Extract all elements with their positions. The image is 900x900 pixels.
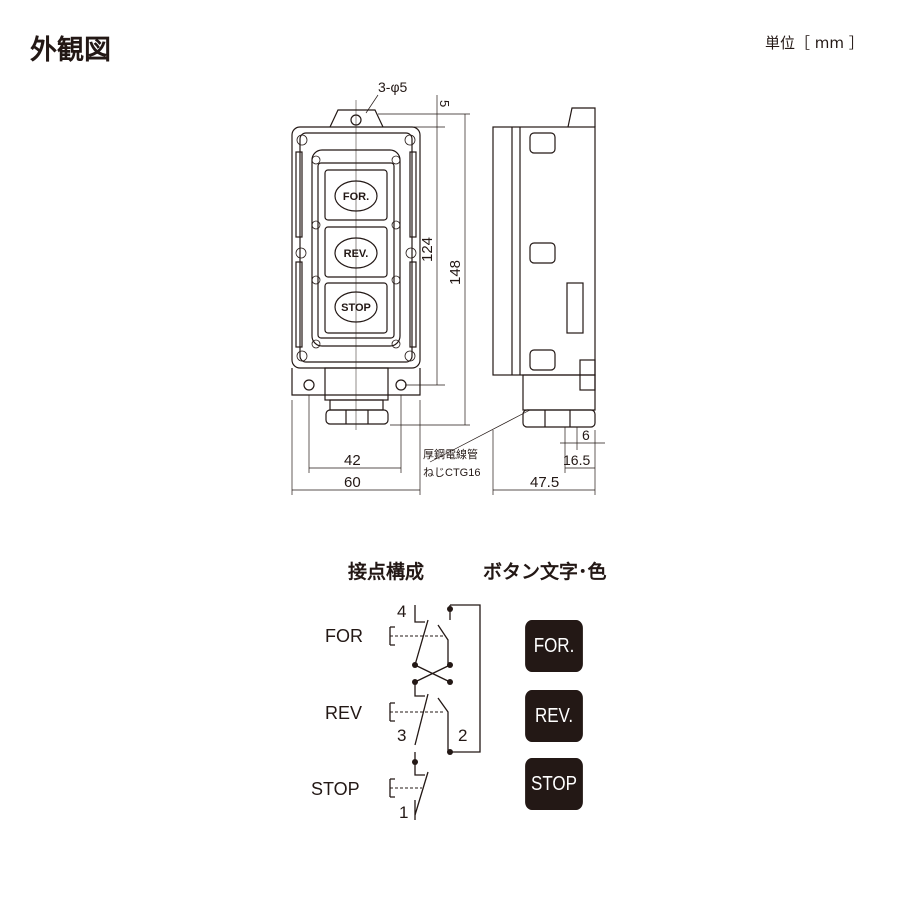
button-swatch-rev: REV.: [525, 690, 583, 742]
button-swatch-for: FOR.: [525, 620, 583, 672]
page-title: 外観図: [30, 35, 111, 66]
dim-42: 42: [344, 452, 361, 469]
contact-label-for: FOR: [325, 626, 363, 646]
button-face-rev: REV.: [344, 248, 369, 260]
dimension-lines: [291, 94, 605, 495]
buttons-heading: ボタン文字･色: [483, 561, 607, 583]
dim-60: 60: [344, 474, 361, 491]
button-face-for: FOR.: [343, 191, 369, 203]
button-swatch-stop: STOP: [525, 758, 583, 810]
contact-label-stop: STOP: [311, 779, 360, 799]
front-view: [291, 100, 421, 430]
dim-5: 5: [437, 100, 452, 107]
button-face-stop: STOP: [341, 302, 371, 314]
contact-label-rev: REV: [325, 703, 363, 723]
contacts-heading: 接点構成: [348, 561, 425, 583]
dim-47-5: 47.5: [530, 474, 559, 491]
contact-schematic: [389, 604, 481, 820]
terminal-4: 4: [397, 602, 406, 621]
dim-124: 124: [419, 237, 436, 262]
unit-label: 単位［ mm ］: [765, 34, 864, 52]
side-view: [492, 107, 596, 428]
terminal-1: 1: [399, 803, 408, 822]
conduit-note-2: ねじCTG16: [423, 466, 480, 479]
hole-label: 3-φ5: [378, 79, 408, 95]
conduit-note-1: 厚鋼電線管: [423, 447, 478, 461]
terminal-3: 3: [397, 726, 406, 745]
terminal-2: 2: [458, 726, 467, 745]
dim-16-5: 16.5: [563, 452, 590, 468]
dim-6: 6: [582, 427, 590, 443]
dim-148: 148: [447, 260, 464, 285]
